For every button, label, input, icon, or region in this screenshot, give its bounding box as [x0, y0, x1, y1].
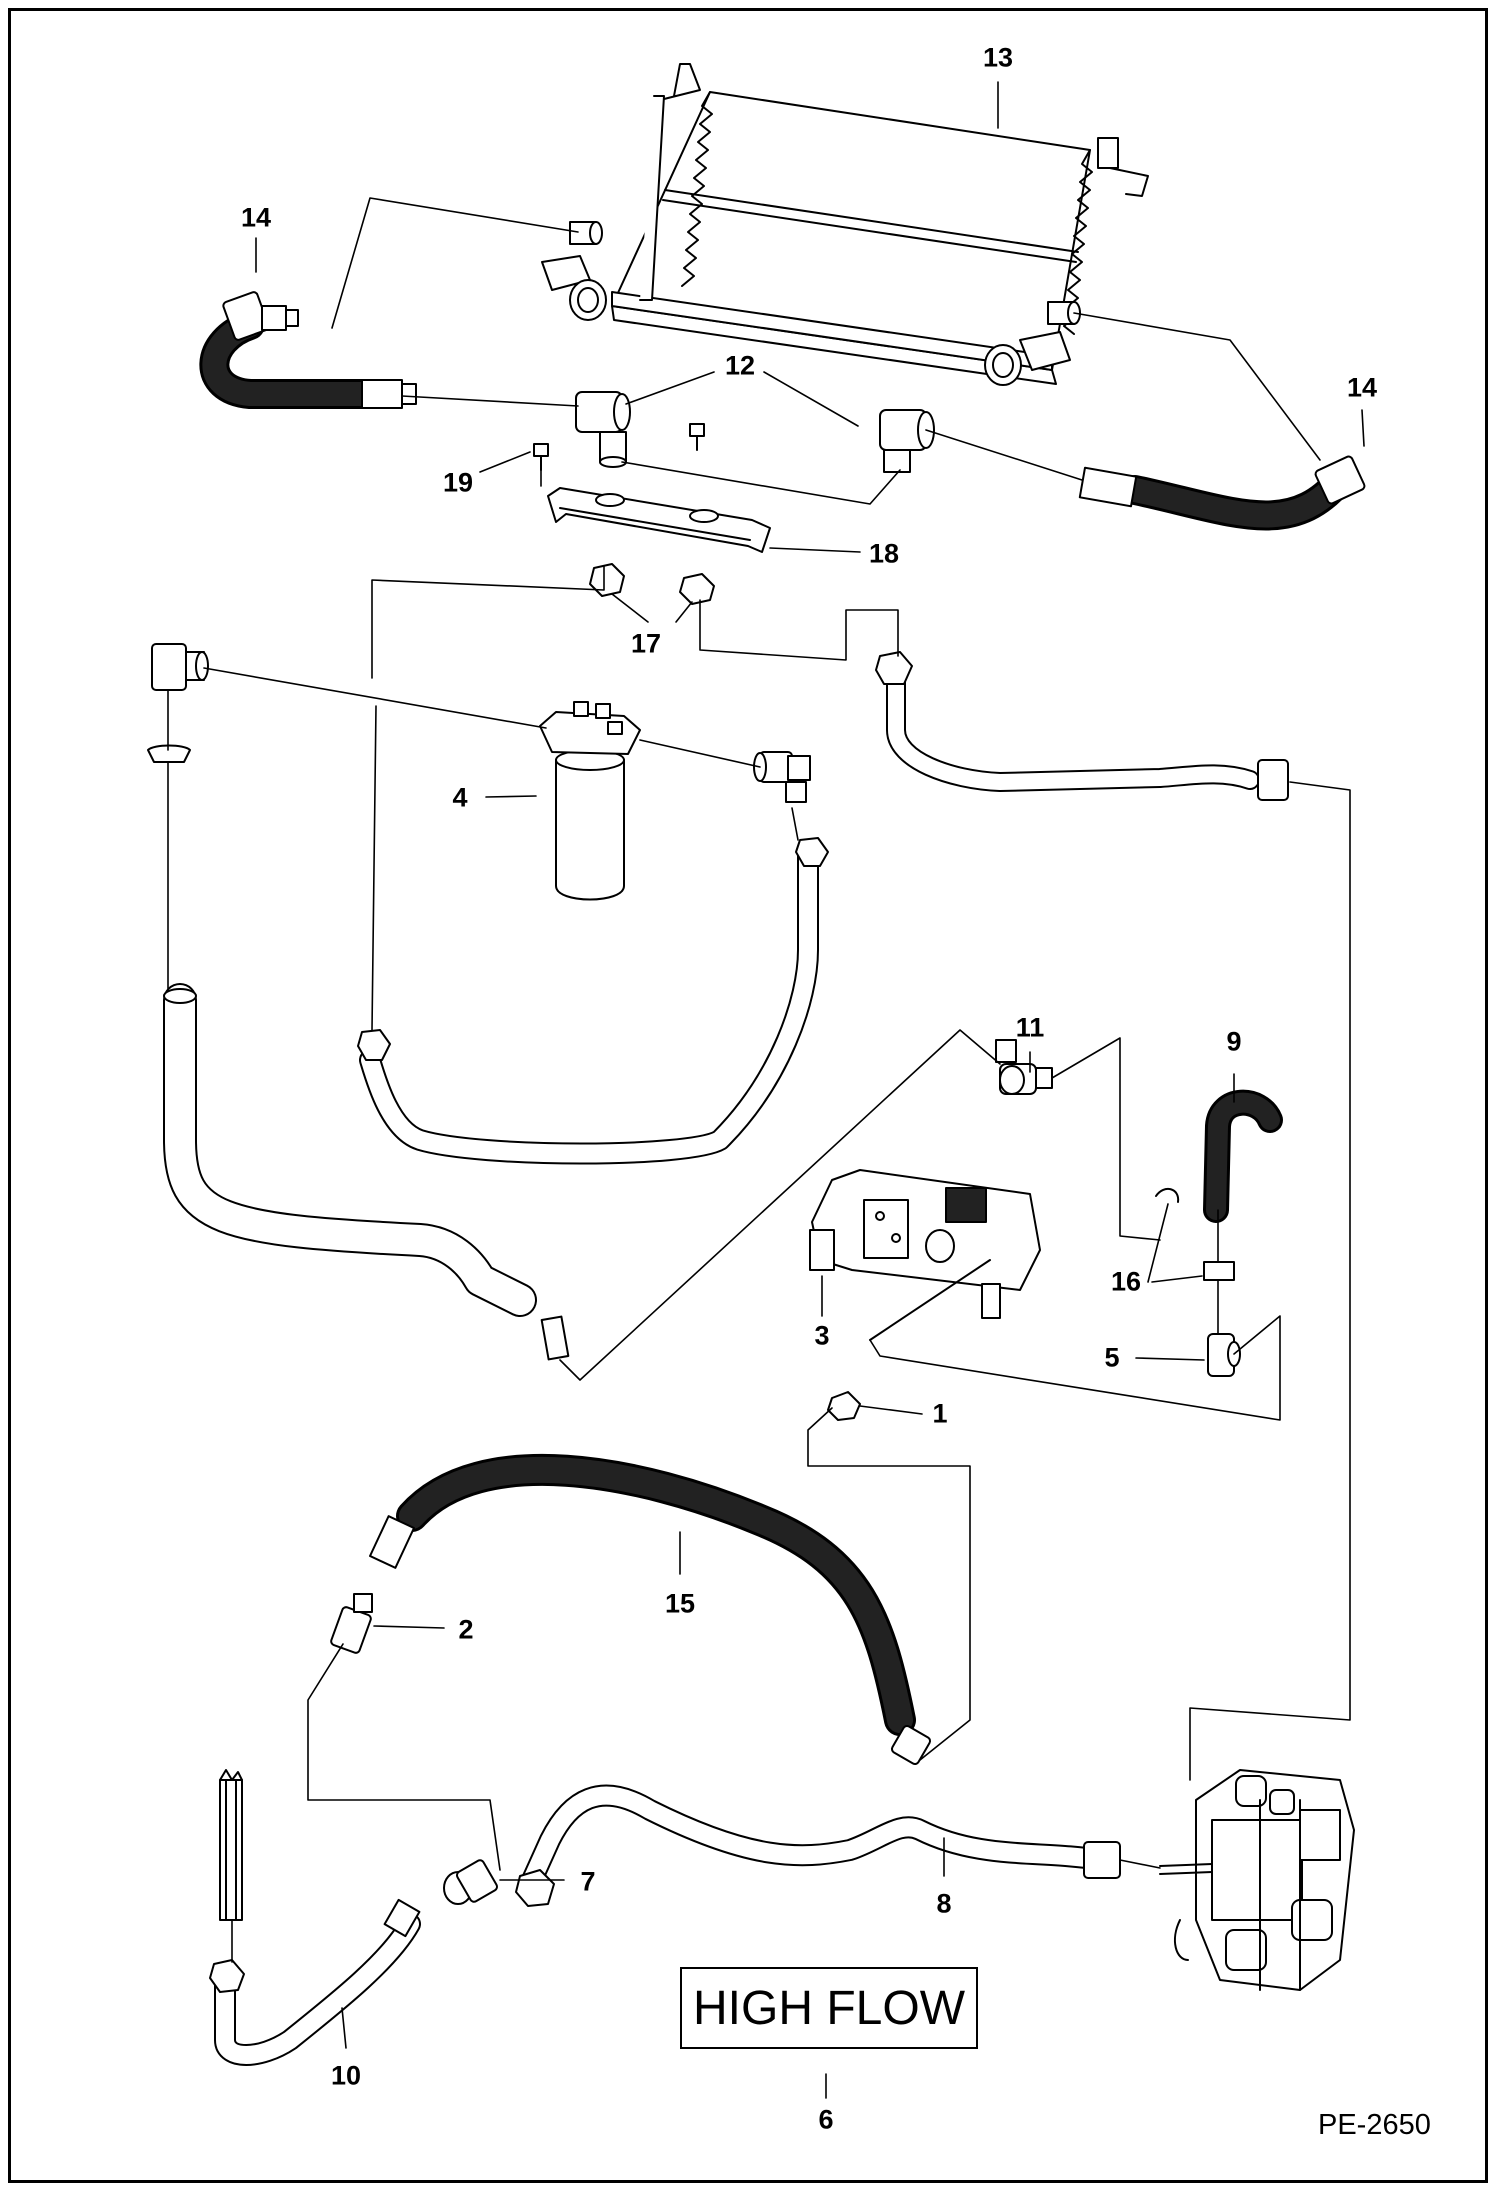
cooler-hose-right [1078, 455, 1366, 531]
elbow-fitting-outlet [753, 751, 811, 803]
suction-tube [163, 983, 570, 1361]
pressure-tube [515, 1784, 1121, 1907]
drawing-code: PE-2650 [1318, 2109, 1431, 2141]
callout-14-left: 14 [240, 202, 272, 233]
elbow-fitting-5 [1207, 1333, 1241, 1377]
callout-19: 19 [442, 467, 474, 498]
control-valve [1159, 1769, 1355, 1991]
hydraulic-filter [539, 701, 641, 901]
callout-14-right: 14 [1346, 372, 1378, 403]
high-flow-label-box: HIGH FLOW [680, 1967, 978, 2049]
callout-3: 3 [814, 1320, 830, 1351]
hose-stub [219, 1769, 243, 1921]
callout-17: 17 [630, 628, 662, 659]
hydraulic-pump [809, 1169, 1041, 1341]
bolt-19 [533, 423, 705, 471]
elbow-fitting-left [575, 391, 631, 468]
tube-valve-return [875, 651, 1289, 801]
tube-10 [209, 1898, 421, 2066]
callout-16: 16 [1110, 1266, 1142, 1297]
callout-2: 2 [458, 1614, 474, 1645]
mounting-bracket [547, 487, 771, 553]
callout-18: 18 [868, 538, 900, 569]
callout-11: 11 [1015, 1012, 1045, 1043]
leader-lines [255, 81, 1365, 2099]
oil-cooler [541, 63, 1149, 386]
callout-9: 9 [1226, 1026, 1242, 1057]
adapter-fitting-2 [330, 1593, 373, 1654]
high-flow-hose [369, 1453, 932, 1766]
elbow-fitting-right [879, 409, 935, 473]
elbow-fitting-inlet [147, 643, 209, 763]
hose-clamps [1155, 1187, 1235, 1281]
high-flow-label: HIGH FLOW [693, 1981, 965, 2035]
callout-13: 13 [982, 42, 1014, 73]
cooler-hose-left [199, 291, 417, 409]
callout-1: 1 [932, 1398, 948, 1429]
callout-8: 8 [936, 1888, 952, 1919]
elbow-fitting-7 [443, 1859, 499, 1905]
connection-lines [167, 197, 1351, 1963]
nuts-17 [589, 563, 715, 605]
callout-5: 5 [1104, 1342, 1120, 1373]
adapter-fitting-1 [827, 1391, 861, 1421]
callout-7: 7 [580, 1866, 596, 1897]
callout-4: 4 [452, 782, 468, 813]
callout-6: 6 [818, 2104, 834, 2135]
callout-15: 15 [664, 1588, 696, 1619]
tube-filter-return [357, 837, 829, 1165]
callout-10: 10 [330, 2060, 362, 2091]
callout-12: 12 [724, 350, 756, 381]
suction-hose-short [1203, 1089, 1283, 1223]
swivel-fitting [995, 1039, 1053, 1095]
